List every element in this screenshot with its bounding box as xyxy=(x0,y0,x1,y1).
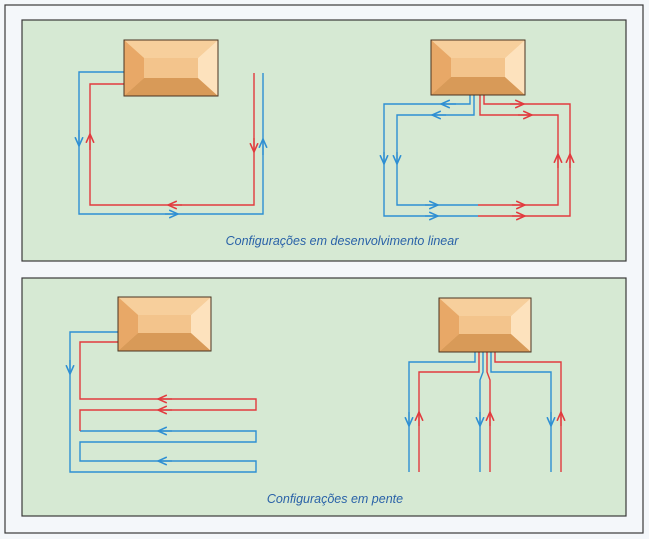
comb-branches xyxy=(409,352,561,472)
return-pipe xyxy=(383,94,478,217)
return-pipe xyxy=(396,94,478,206)
return-pipe xyxy=(78,71,264,215)
panel-comb-background xyxy=(21,277,627,517)
supply-pipe xyxy=(89,73,255,206)
panel-linear-background xyxy=(21,19,627,262)
linear-double-loop xyxy=(384,94,570,216)
manifold xyxy=(123,39,219,97)
panel-linear: Configurações em desenvolvimento linear xyxy=(21,19,627,262)
panel-comb-caption: Configurações em pente xyxy=(267,492,403,506)
supply-pipe xyxy=(478,94,559,206)
supply-pipe xyxy=(79,341,257,431)
panel-comb: Configurações em pente xyxy=(21,277,627,517)
panel-linear-caption: Configurações em desenvolvimento linear xyxy=(226,234,460,248)
manifold xyxy=(438,297,532,353)
linear-single-loop xyxy=(78,71,264,215)
manifold xyxy=(117,296,212,352)
comb-serpentine xyxy=(70,331,257,473)
manifold xyxy=(430,39,526,96)
supply-pipe xyxy=(478,94,571,217)
